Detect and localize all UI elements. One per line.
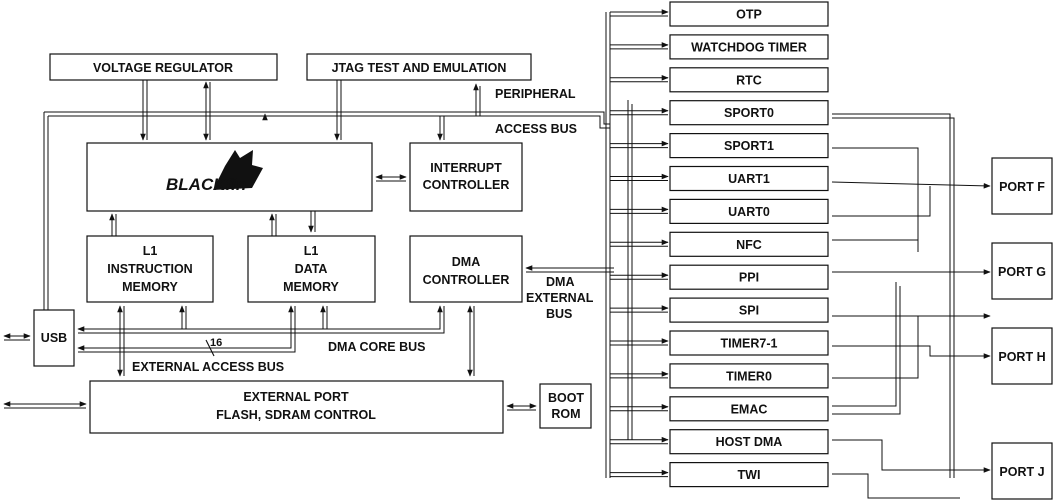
access-bus-label: ACCESS BUS <box>495 122 577 136</box>
peripheral-10: TIMER7-1 <box>610 330 829 356</box>
external-access-bus-label: EXTERNAL ACCESS BUS <box>132 360 284 374</box>
jtag-label: JTAG TEST AND EMULATION <box>332 61 507 75</box>
external-port-block: EXTERNAL PORT FLASH, SDRAM CONTROL <box>89 380 504 434</box>
external-access-bus <box>77 305 296 377</box>
peripheral-trunks <box>605 12 633 478</box>
peripheral-label: HOST DMA <box>716 435 783 449</box>
bus-width-label: 16 <box>210 337 222 349</box>
peripheral-label: SPI <box>739 304 759 318</box>
blackfin-logo-text: BLACKfin <box>166 175 246 194</box>
dma-controller-block: DMA CONTROLLER <box>409 235 523 303</box>
peripheral-1: WATCHDOG TIMER <box>610 34 829 60</box>
peripheral-12: EMAC <box>610 396 829 422</box>
port-label: PORT J <box>999 465 1044 479</box>
dma-core-bus <box>77 305 445 334</box>
boot-rom-line2: ROM <box>551 407 580 421</box>
peripheral-bus-label: PERIPHERAL <box>495 87 576 101</box>
boot-rom-line1: BOOT <box>548 391 584 405</box>
port-3: PORT J <box>991 442 1053 500</box>
peripheral-11: TIMER0 <box>610 363 829 389</box>
peripheral-14: TWI <box>610 462 829 488</box>
boot-rom-block: BOOT ROM <box>539 383 592 429</box>
peripheral-label: TIMER7-1 <box>721 337 778 351</box>
peripheral-label: UART1 <box>728 172 770 186</box>
peripheral-label: SPORT1 <box>724 139 774 153</box>
dma-controller-line1: DMA <box>452 255 480 269</box>
peripheral-8: PPI <box>610 264 829 290</box>
external-port-line2: FLASH, SDRAM CONTROL <box>216 408 376 422</box>
peripheral-7: NFC <box>610 231 829 257</box>
l1-instruction-memory-block: L1 INSTRUCTION MEMORY <box>86 235 214 303</box>
peripheral-4: SPORT1 <box>610 133 829 159</box>
peripheral-label: SPORT0 <box>724 106 774 120</box>
port-0: PORT F <box>991 157 1053 215</box>
port-list: PORT F PORT G PORT H PORT J <box>991 157 1053 500</box>
dma-external-line1: DMA <box>546 275 574 289</box>
peripheral-6: UART0 <box>610 198 829 224</box>
peripheral-5: UART1 <box>610 165 829 192</box>
peripheral-0: OTP <box>610 1 829 27</box>
port-label: PORT H <box>998 350 1045 364</box>
l1-data-line3: MEMORY <box>283 280 339 294</box>
dma-controller-line2: CONTROLLER <box>423 273 510 287</box>
peripheral-label: WATCHDOG TIMER <box>691 40 807 54</box>
l1-data-line2: DATA <box>295 262 328 276</box>
dma-external-line2: EXTERNAL <box>526 291 594 305</box>
l1-data-line1: L1 <box>304 244 319 258</box>
port-label: PORT F <box>999 180 1045 194</box>
l1-instruction-line3: MEMORY <box>122 280 178 294</box>
port-2: PORT H <box>991 327 1053 385</box>
peripheral-9: SPI <box>610 297 829 323</box>
port-label: PORT G <box>998 265 1046 279</box>
usb-label: USB <box>41 331 67 345</box>
l1-data-memory-block: L1 DATA MEMORY <box>247 235 376 303</box>
peripheral-label: EMAC <box>731 402 768 416</box>
peripheral-label: RTC <box>736 73 762 87</box>
l1-instruction-line1: L1 <box>143 244 158 258</box>
voltage-regulator-label: VOLTAGE REGULATOR <box>93 61 233 75</box>
peripheral-3: SPORT0 <box>610 100 829 126</box>
peripheral-2: RTC <box>610 67 829 93</box>
peripheral-access-bus <box>43 111 610 310</box>
interrupt-controller-line1: INTERRUPT <box>430 161 502 175</box>
interrupt-controller-line2: CONTROLLER <box>423 178 510 192</box>
blackfin-logo: BLACKfin <box>166 150 263 194</box>
blackfin-core-block: BLACKfin <box>86 142 373 212</box>
peripheral-label: PPI <box>739 271 759 285</box>
usb-block: USB <box>33 309 75 367</box>
l1-instruction-line2: INSTRUCTION <box>107 262 192 276</box>
peripheral-label: OTP <box>736 8 762 22</box>
peripheral-label: TIMER0 <box>726 369 772 383</box>
top-connections <box>140 80 481 141</box>
dma-core-bus-label: DMA CORE BUS <box>328 340 425 354</box>
peripheral-label: UART0 <box>728 205 770 219</box>
external-port-line1: EXTERNAL PORT <box>243 390 349 404</box>
peripheral-13: HOST DMA <box>610 429 829 455</box>
dma-external-line3: BUS <box>546 307 572 321</box>
port-1: PORT G <box>991 242 1053 300</box>
interrupt-controller-block: INTERRUPT CONTROLLER <box>409 142 523 212</box>
peripheral-label: NFC <box>736 238 762 252</box>
peripheral-list: OTP WATCHDOG TIMER RTC SPORT0SPORT1UART1UAR… <box>610 1 829 488</box>
peripheral-label: TWI <box>738 468 761 482</box>
voltage-regulator-block: VOLTAGE REGULATOR <box>49 53 278 81</box>
port-wiring <box>831 113 991 499</box>
jtag-block: JTAG TEST AND EMULATION <box>306 53 532 81</box>
